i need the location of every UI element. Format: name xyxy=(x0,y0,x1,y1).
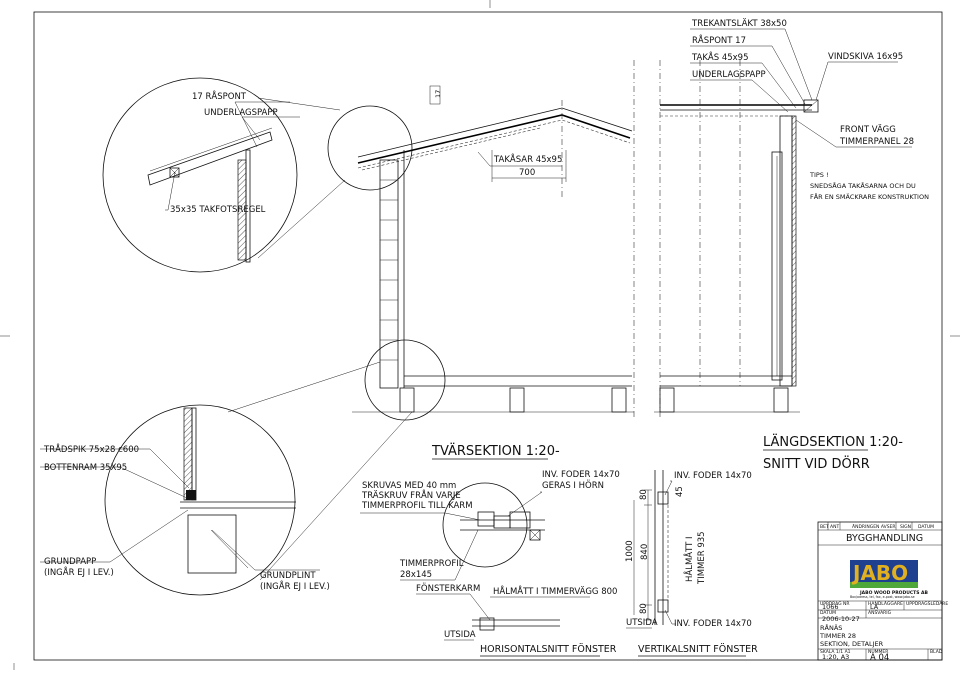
cross-section-title: TVÄRSEKTION 1:20- xyxy=(431,443,560,459)
dim-80-bottom: 80 xyxy=(639,603,649,614)
datum-label: DATUM xyxy=(820,610,836,616)
label-raspont: 17 RÅSPONT xyxy=(192,90,247,102)
vertical-window-section: 80 45 1000 840 80 HÅLMÅTT I TIMMER 935 I… xyxy=(625,470,758,657)
skala-value: 1:20, A3 xyxy=(822,653,849,661)
label-vindskiva: VINDSKIVA 16x95 xyxy=(828,52,903,62)
title-block: BET ANT ÄNDRINGEN AVSER SIGN DATUM BYGGH… xyxy=(817,521,948,663)
company-info: Box/adress, tel, fax, e-post, www.jabo.s… xyxy=(850,595,915,599)
detail-eave: 17 RÅSPONT UNDERLAGSPAPP 35x35 TAKFOTSRE… xyxy=(102,77,346,273)
ansvarig-label: ANSVARIG xyxy=(868,610,892,616)
label-halmatt-2: TIMMER 935 xyxy=(697,531,707,585)
datum-value: 2006-10-27 xyxy=(822,615,860,623)
long-section: TREKANTSLÄKT 38x50 RÅSPONT 17 TAKÅS 45x9… xyxy=(654,18,929,472)
desc-line-3: SEKTION, DETALJER xyxy=(820,640,884,648)
horizontal-window-title: HORISONTALSNITT FÖNSTER xyxy=(480,644,617,655)
detail-foundation: TRÅDSPIK 75x28 c600 BOTTENRAM 35X95 GRUN… xyxy=(40,361,413,596)
rev-header-andring: ÄNDRINGEN AVSER xyxy=(852,523,896,530)
label-trekantslakt: TREKANTSLÄKT 38x50 xyxy=(691,18,787,29)
sheet-border xyxy=(33,11,943,661)
label-skruvas-3: TIMMERPROFIL TILL KARM xyxy=(361,501,473,511)
skala-label: SKALA 1/1 A1 xyxy=(820,649,851,655)
label-utsida-h: UTSIDA xyxy=(444,630,476,640)
label-takfotsregel: 35x35 TAKFOTSREGEL xyxy=(170,205,266,215)
label-underlagspapp-long: UNDERLAGSPAPP xyxy=(692,70,766,80)
label-raspont-long: RÅSPONT 17 xyxy=(692,34,746,46)
label-inv-foder-top: INV. FODER 14x70 xyxy=(674,471,752,481)
label-inv-foder: INV. FODER 14x70 xyxy=(542,470,620,480)
label-timmerpanel: TIMMERPANEL 28 xyxy=(839,137,914,147)
rev-header-datum: DATUM xyxy=(918,524,934,530)
label-tips-1: TIPS ! xyxy=(809,171,829,179)
rev-header-bet: BET xyxy=(820,524,829,530)
label-timmerprofil-2: 28x145 xyxy=(400,570,432,580)
nummer-value: A 04 xyxy=(870,653,889,663)
long-section-title: LÄNGDSEKTION 1:20- xyxy=(763,434,903,450)
handlaggare-label: HANDLÄGGARE xyxy=(868,600,903,607)
label-inv-foder-bottom: INV. FODER 14x70 xyxy=(674,619,752,629)
logo-text: JABO xyxy=(851,561,908,585)
label-takasar: TAKÅSAR 45x95 xyxy=(493,153,562,165)
dim-1000: 1000 xyxy=(625,540,635,562)
label-halmatt-1: HÅLMÅTT I xyxy=(683,536,695,582)
label-grundpapp-1: GRUNDPAPP xyxy=(44,557,96,567)
label-timmerprofil-1: TIMMERPROFIL xyxy=(399,559,464,569)
uppdrag-label: UPPDRAG NR xyxy=(820,601,850,607)
handling: BYGGHANDLING xyxy=(846,533,923,544)
dim-840: 840 xyxy=(640,544,650,560)
desc-line-2: TIMMER 28 xyxy=(819,632,856,640)
rev-header-ant: ANT xyxy=(830,524,839,530)
cross-section: 700 TAKÅSAR 45x95 17 TVÄRSEKTION 1:20- xyxy=(327,60,635,460)
label-grundplint-1: GRUNDPLINT xyxy=(260,571,316,581)
label-skruvas-1: SKRUVAS MED 40 mm xyxy=(362,481,456,491)
label-front-vagg: FRONT VÄGG xyxy=(840,124,896,135)
company-logo: JABO JABO WOOD PRODUCTS AB Box/adress, t… xyxy=(850,560,929,599)
uppdragsledare-label: UPPDRAGSLEDARE xyxy=(906,601,948,607)
label-tips-3: FÅR EN SMÄCKRARE KONSTRUKTION xyxy=(810,192,929,201)
vertical-window-title: VERTIKALSNITT FÖNSTER xyxy=(638,644,758,655)
label-tips-2: SNEDSÅGA TAKÅSARNA OCH DU xyxy=(810,181,916,190)
label-halmatt: HÅLMÅTT I TIMMERVÄGG 800 xyxy=(493,585,617,597)
rev-header-sign: SIGN xyxy=(900,524,911,530)
company-name: JABO WOOD PRODUCTS AB xyxy=(859,590,929,596)
long-section-subtitle: SNITT VID DÖRR xyxy=(763,455,870,472)
handlaggare-value: LA xyxy=(870,603,879,611)
dim-80-top: 80 xyxy=(639,489,649,500)
desc-line-1: RÅNÄS xyxy=(820,623,842,632)
label-tradspik: TRÅDSPIK 75x28 c600 xyxy=(43,443,139,455)
label-grundpapp-2: (INGÅR EJ I LEV.) xyxy=(44,566,114,578)
label-skruvas-2: TRÄSKRUV FRÅN VARJE xyxy=(361,489,461,501)
label-17: 17 xyxy=(434,90,442,98)
label-700: 700 xyxy=(519,168,535,178)
wall-log-lines xyxy=(380,179,398,361)
label-geras: GERAS I HÖRN xyxy=(542,480,604,491)
label-bottenram: BOTTENRAM 35X95 xyxy=(44,463,127,473)
blad-label: BLAD xyxy=(930,649,943,655)
dim-45: 45 xyxy=(675,486,685,497)
horizontal-window-section: SKRUVAS MED 40 mm TRÄSKRUV FRÅN VARJE TI… xyxy=(360,470,620,657)
label-grundplint-2: (INGÅR EJ I LEV.) xyxy=(260,580,330,592)
label-underlagspapp: UNDERLAGSPAPP xyxy=(204,108,278,118)
label-takas: TAKÅS 45x95 xyxy=(691,51,749,63)
label-utsida-v: UTSIDA xyxy=(626,618,658,628)
nummer-label: NUMMER xyxy=(868,649,888,655)
label-fonsterkarm: FÖNSTERKARM xyxy=(416,583,480,594)
uppdrag-value: 1066 xyxy=(822,603,839,611)
